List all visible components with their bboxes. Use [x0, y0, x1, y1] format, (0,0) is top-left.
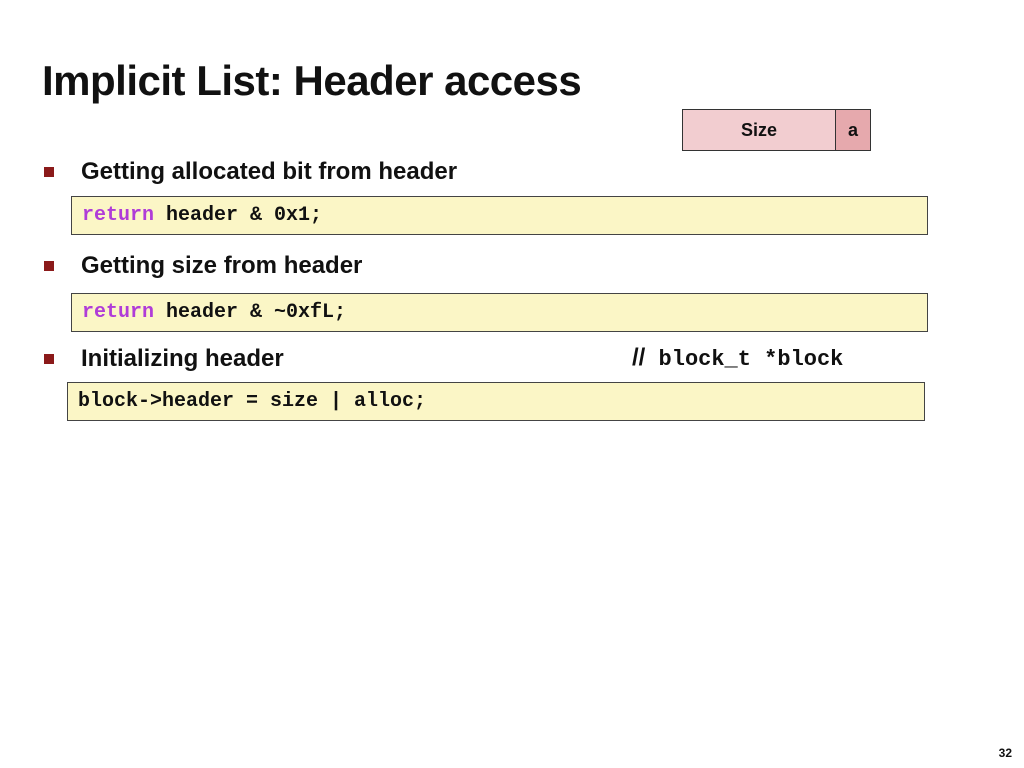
code-keyword: return [82, 204, 155, 227]
code-box-initializing: block->header = size | alloc; [67, 382, 925, 421]
slide-title: Implicit List: Header access [42, 57, 582, 104]
code-keyword: return [82, 301, 155, 324]
comment-code: block_t *block [645, 347, 844, 372]
bullet-text-initializing: Initializing header [81, 345, 284, 372]
size-field: Size [683, 110, 836, 150]
code-text: header & ~0xfL; [154, 301, 347, 324]
header-word-diagram: Size a [682, 109, 871, 151]
alloc-bit-field: a [836, 110, 870, 150]
code-box-allocated-bit: return header & 0x1; [71, 196, 928, 235]
bullet-marker [44, 261, 54, 271]
page-number: 32 [998, 746, 1012, 760]
code-text: header & 0x1; [154, 204, 323, 227]
bullet-text-size: Getting size from header [81, 252, 363, 279]
bullet-marker [44, 354, 54, 364]
comment-slashes: // [632, 344, 646, 371]
code-comment: // block_t *block [632, 346, 843, 371]
code-text: block->header = size | alloc; [78, 390, 427, 413]
code-box-size: return header & ~0xfL; [71, 293, 928, 332]
bullet-marker [44, 167, 54, 177]
bullet-text-allocated-bit: Getting allocated bit from header [81, 158, 458, 185]
